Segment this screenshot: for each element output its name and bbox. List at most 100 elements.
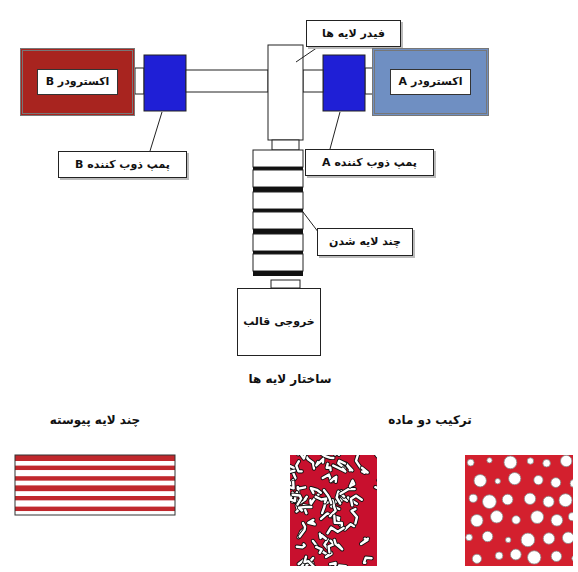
droplet — [521, 533, 535, 547]
melt-pump — [323, 55, 365, 111]
droplet — [572, 556, 573, 561]
phase-white — [299, 455, 306, 459]
phase-edge — [308, 520, 314, 525]
pipe — [303, 70, 323, 92]
phase-edge — [316, 459, 323, 466]
blend-texture — [290, 455, 377, 566]
phase-white — [361, 539, 368, 544]
phase-edge — [334, 516, 342, 529]
phase-white — [333, 466, 345, 472]
layer-block — [253, 170, 303, 187]
neck — [271, 280, 300, 288]
phase-edge — [316, 497, 327, 503]
droplet — [509, 473, 521, 485]
neck — [272, 140, 299, 150]
phase-edge — [373, 455, 377, 456]
phase-white — [373, 455, 377, 456]
phase-edge — [297, 544, 305, 547]
stripe — [15, 481, 175, 486]
phase-white — [352, 509, 357, 523]
droplet — [467, 459, 474, 466]
droplets — [466, 455, 573, 564]
droplet — [504, 456, 517, 469]
phase-white — [335, 540, 343, 549]
phase-edge — [333, 466, 345, 472]
droplet — [570, 479, 573, 487]
droplet — [491, 511, 503, 523]
droplet — [471, 515, 483, 527]
phase-edge — [293, 495, 301, 505]
leader-line — [296, 47, 318, 62]
phase-edge — [375, 480, 377, 489]
droplet — [543, 533, 554, 544]
layer-block — [253, 212, 303, 229]
droplet — [482, 531, 492, 541]
phase-white — [316, 459, 323, 466]
section-title: ساختار لایه ها — [248, 372, 331, 386]
phase-white — [313, 541, 327, 555]
layer-block — [253, 192, 303, 209]
phase-edge — [328, 528, 344, 534]
phase-edge — [364, 558, 372, 563]
die-outlet: خروجی قالب — [237, 288, 321, 356]
callout-box: پمپ ذوب کننده B — [58, 151, 187, 178]
phase-white — [324, 490, 331, 503]
node-text: پمپ ذوب کننده A — [322, 156, 417, 169]
layer-separator — [253, 271, 303, 276]
multilayer-sample — [15, 455, 175, 516]
layer-separator — [253, 187, 303, 192]
droplet — [487, 458, 492, 463]
node-text: خروجی قالب — [243, 315, 315, 328]
droplet — [469, 494, 477, 502]
layer-block — [253, 150, 303, 167]
leader-line — [330, 112, 340, 149]
node-text: فیدر لایه ها — [322, 27, 385, 40]
phase-white — [300, 523, 305, 536]
phase-white — [299, 507, 311, 511]
phase-white — [316, 547, 322, 553]
phase-white — [316, 497, 327, 503]
phase-edge — [313, 541, 327, 555]
droplet — [543, 496, 554, 507]
phase-edge — [338, 566, 346, 567]
pipe — [186, 70, 268, 92]
droplet — [543, 459, 551, 467]
callout-box: فیدر لایه ها — [306, 20, 401, 47]
droplet — [466, 534, 473, 541]
phase-edge — [316, 547, 322, 553]
phase-edge — [351, 496, 362, 506]
stripe — [15, 461, 175, 466]
layer-separator — [253, 229, 303, 234]
extruder-label: اکسترودر B — [37, 69, 119, 94]
droplet — [502, 494, 513, 505]
phase-white — [297, 544, 305, 547]
node-text: چند لایه شدن — [329, 235, 401, 248]
phase-white — [341, 489, 355, 494]
phase-white — [290, 471, 295, 474]
droplet — [562, 532, 573, 544]
phase-white — [308, 520, 314, 525]
leader-line — [150, 112, 162, 151]
phase-white — [346, 464, 352, 471]
phase-edge — [327, 464, 331, 470]
stripe — [15, 507, 175, 512]
phase-edge — [350, 481, 354, 487]
phase-white — [327, 464, 331, 470]
sample-caption: چند لایه پیوسته — [50, 413, 140, 427]
droplet — [483, 495, 497, 509]
phase-white — [305, 557, 316, 566]
phase-white — [356, 455, 361, 468]
phase-white — [334, 516, 342, 529]
callout-box: پمپ ذوب کننده A — [305, 149, 434, 176]
phase-edge — [346, 464, 352, 471]
phase-edge — [290, 471, 295, 474]
dispersed-sample — [465, 455, 573, 566]
phase-edge — [362, 468, 368, 473]
phase-white — [362, 468, 368, 473]
phase-edge — [361, 539, 368, 544]
phase-white — [328, 528, 344, 534]
phase-edge — [335, 540, 343, 549]
phase-white — [296, 461, 301, 471]
blend-sample — [290, 455, 377, 566]
